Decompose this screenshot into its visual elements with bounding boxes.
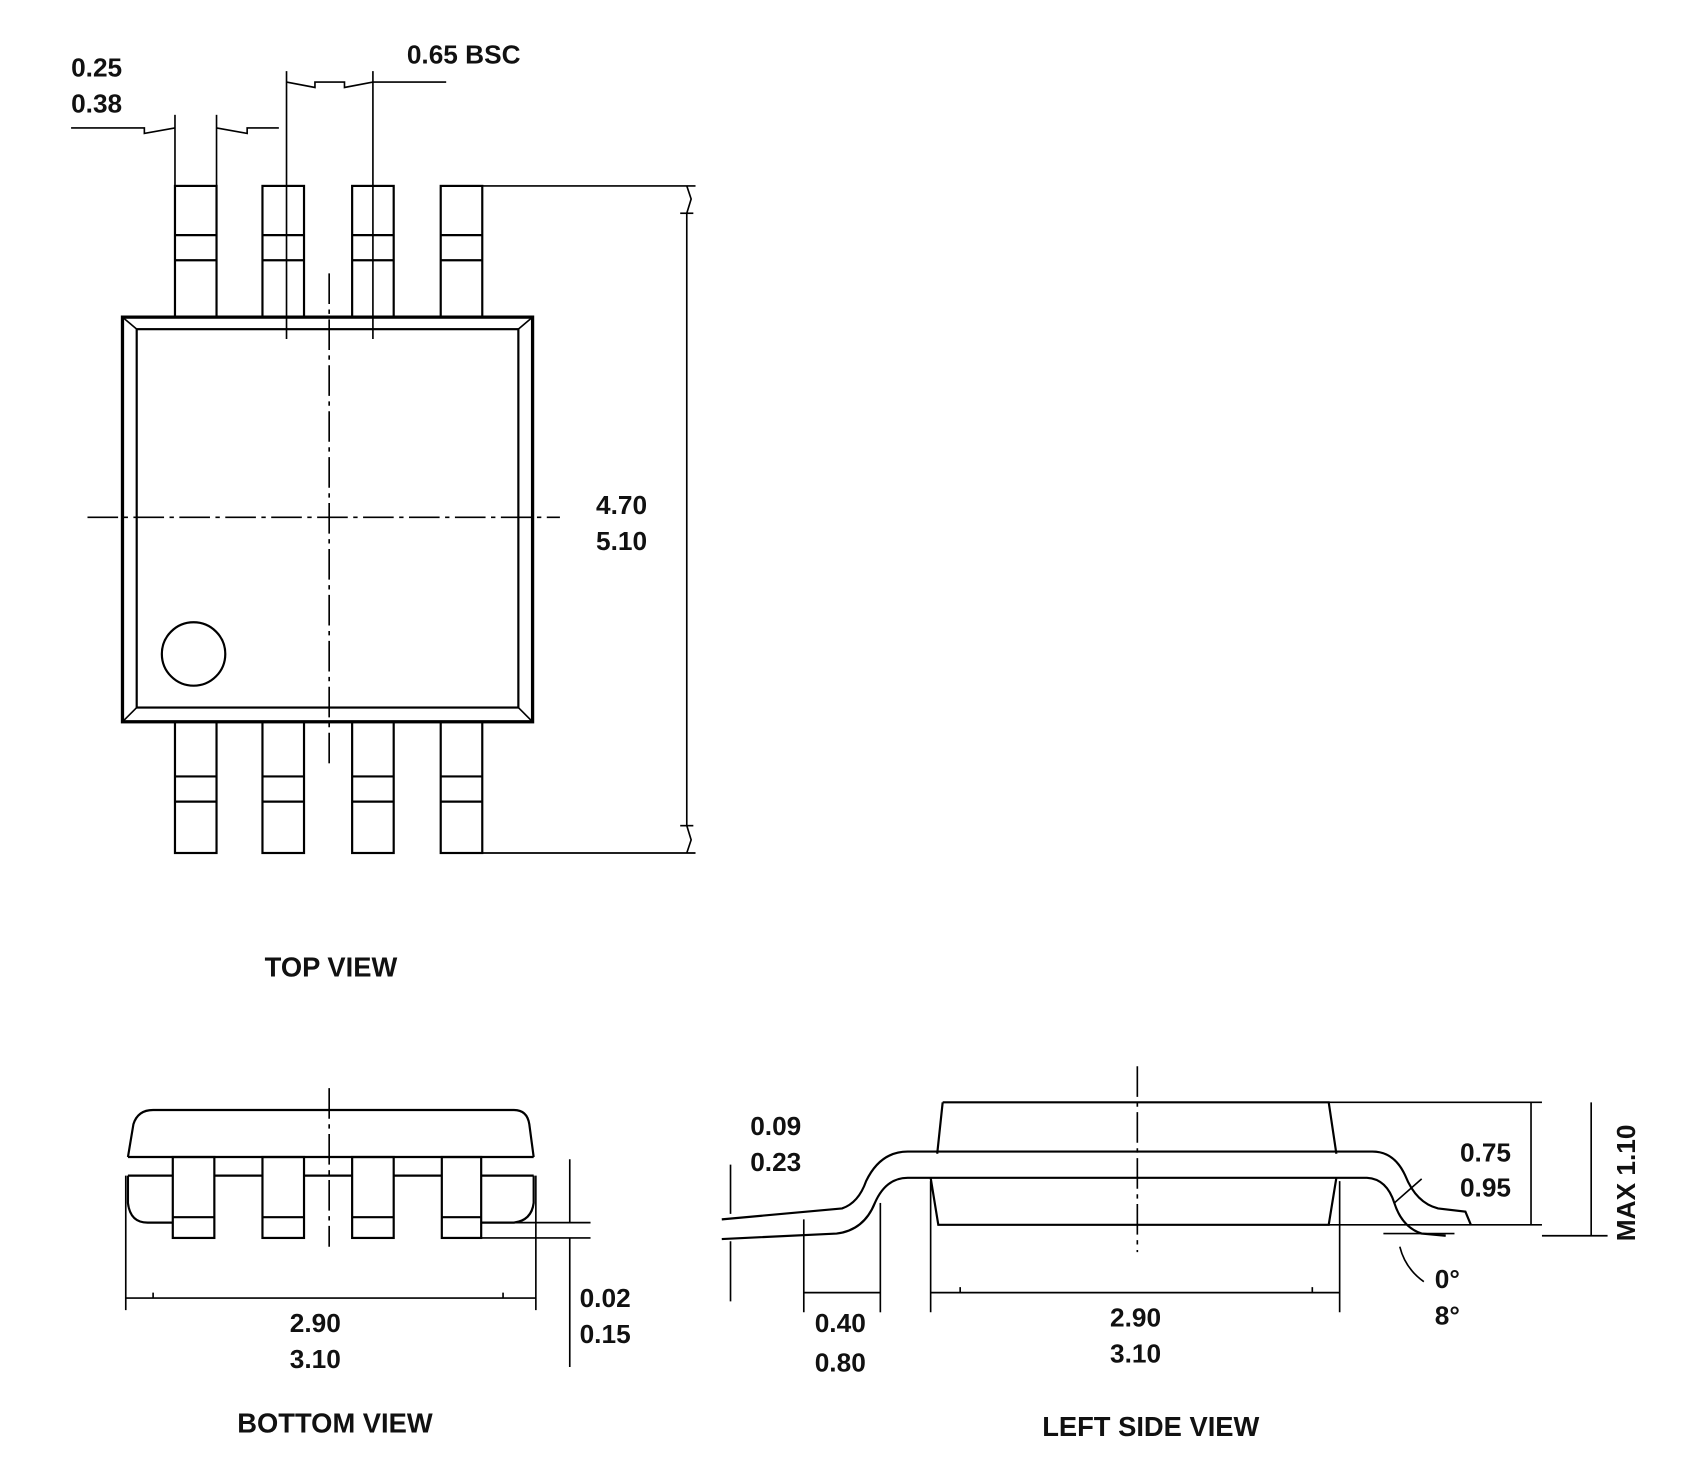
top-view: 4.70 5.10 0.25 0.38 0.65 BSC TOP VIEW — [71, 39, 696, 983]
bottom-view-title: BOTTOM VIEW — [237, 1408, 433, 1439]
lead-width-max: 0.38 — [71, 89, 122, 119]
standoff-min: 0.02 — [580, 1283, 631, 1313]
max-height-label: MAX 1.10 — [1611, 1125, 1641, 1242]
body-length-min: 2.90 — [1110, 1303, 1161, 1333]
pitch-label: 0.65 BSC — [407, 39, 521, 69]
foot-length-max: 0.80 — [815, 1347, 866, 1377]
top-view-title: TOP VIEW — [265, 952, 398, 983]
body-height-max: 0.95 — [1460, 1172, 1511, 1202]
standoff-max: 0.15 — [580, 1319, 631, 1349]
lead-angle-max: 8° — [1435, 1300, 1460, 1330]
left-side-view: 0.09 0.23 0.40 0.80 2.90 3.10 0.75 0.95 … — [721, 1066, 1641, 1442]
body-height-min: 0.75 — [1460, 1137, 1511, 1167]
foot-length-min: 0.40 — [815, 1308, 866, 1338]
lead-width-min: 0.25 — [71, 53, 122, 83]
overall-length-min: 4.70 — [596, 490, 647, 520]
lead-thickness-min: 0.09 — [750, 1111, 801, 1141]
left-side-view-title: LEFT SIDE VIEW — [1042, 1411, 1259, 1442]
package-body — [120, 315, 535, 724]
body-width-max: 3.10 — [290, 1344, 341, 1374]
bottom-view-leads — [171, 1155, 483, 1240]
lead-angle-min: 0° — [1435, 1264, 1460, 1294]
lead-thickness-max: 0.23 — [750, 1147, 801, 1177]
bottom-view: 2.90 3.10 0.02 0.15 BOTTOM VIEW — [124, 1088, 631, 1439]
body-length-max: 3.10 — [1110, 1339, 1161, 1369]
overall-length-max: 5.10 — [596, 526, 647, 556]
pin1-indicator — [160, 621, 227, 687]
body-width-min: 2.90 — [290, 1308, 341, 1338]
